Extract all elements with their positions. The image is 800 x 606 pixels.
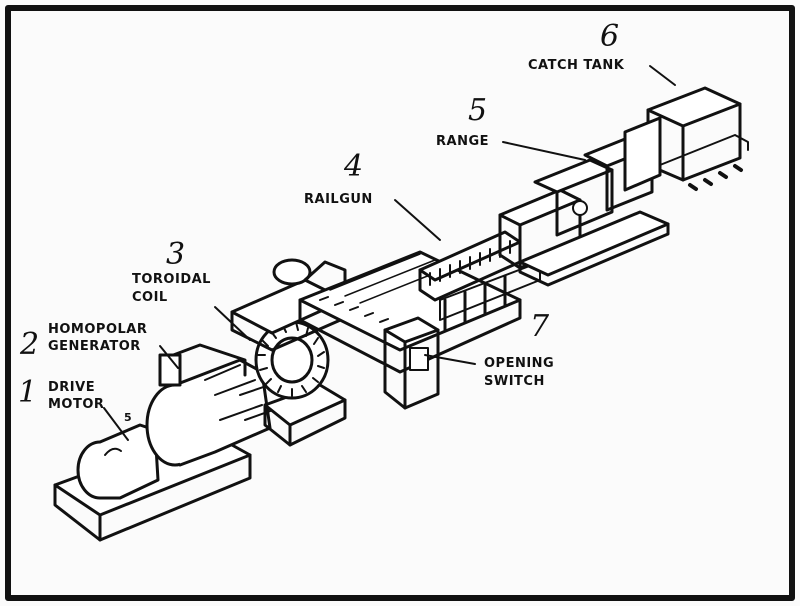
opening-switch-label-line2: SWITCH (484, 374, 545, 389)
homopolar-generator (145, 343, 296, 467)
range-number: 5 (468, 93, 488, 128)
drive-motor-label-line2: MOTOR (48, 397, 105, 412)
toroidal-coil-label-line1: TOROIDAL (132, 272, 211, 287)
railgun-label: RAILGUN (304, 192, 373, 207)
range-label: RANGE (436, 134, 490, 149)
catch-tank-label: CATCH TANK (528, 58, 625, 73)
homopolar-generator-number: 2 (20, 327, 40, 362)
catch-tank (623, 86, 749, 192)
homopolar-generator-label-line1: HOMOPOLAR (48, 322, 148, 337)
homopolar-generator-label-line2: GENERATOR (48, 339, 141, 354)
catch-tank-number: 6 (600, 19, 620, 54)
opening-switch (383, 316, 440, 410)
railgun-number: 4 (344, 149, 364, 184)
toroidal-coil (254, 320, 330, 400)
busbar-frame (298, 250, 522, 374)
opening-switch-number: 7 (530, 309, 550, 344)
leader-lines (103, 65, 676, 441)
border-frame (5, 5, 795, 601)
drive-motor-callout: 5 (124, 411, 133, 424)
range-base (518, 210, 670, 287)
toroidal-coil-number: 3 (166, 237, 186, 272)
opening-switch-label-line1: OPENING (484, 356, 555, 371)
drive-motor-number: 1 (18, 375, 38, 410)
drive-motor-label-line1: DRIVE (48, 380, 96, 395)
toroidal-coil-label-line2: COIL (132, 290, 168, 305)
